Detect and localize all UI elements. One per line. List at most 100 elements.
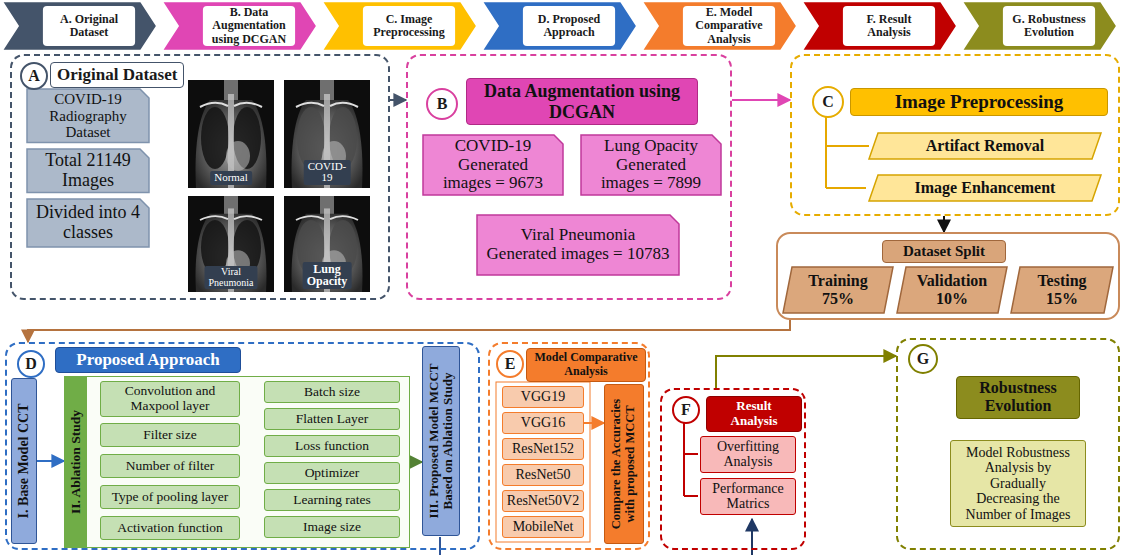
vertical-label: I. Base Model CCT	[16, 384, 31, 538]
xray-label-box: Lung Opacity	[284, 196, 370, 292]
box-label: COVID-19 Generated images = 9673	[432, 137, 554, 193]
box-label: Number of filter	[126, 459, 214, 474]
model-list-outline	[496, 382, 590, 542]
section-letter: F	[672, 396, 700, 424]
box-label: ResNet50	[515, 467, 570, 482]
section-heading: Image Preprocessing	[850, 88, 1108, 116]
section-letter: B	[426, 88, 458, 120]
ablation-item: Optimizer	[264, 462, 400, 484]
ablation-item: Number of filter	[100, 454, 240, 478]
section-panel: Dataset SplitTraining 75%Validation 10%T…	[776, 232, 1120, 320]
flow-arrow	[584, 422, 604, 424]
section-letter: C	[812, 86, 844, 118]
shape-fill	[27, 89, 149, 143]
box-label: ResNet50V2	[507, 493, 579, 508]
box-label: Activation function	[117, 521, 222, 536]
box-label: Viral Pneumonia Generated images = 10783	[486, 226, 670, 263]
stage-chevron: E. Model Comparative Analysis	[644, 2, 796, 50]
dataset-info-box: Divided into 4 classes	[26, 198, 150, 248]
box-label: Flatten Layer	[296, 412, 368, 427]
box-label: Training 75%	[797, 272, 879, 307]
flow-arrow	[732, 99, 790, 101]
xray-image	[284, 80, 370, 188]
preprocess-step: Artifact Removal	[868, 132, 1102, 160]
section-heading: Model Comparative Analysis	[526, 348, 646, 382]
split-bar: Testing 15%	[1010, 266, 1114, 314]
flow-arrow	[37, 460, 64, 462]
tree-bracket	[684, 423, 698, 496]
ablation-item: Type of pooling layer	[100, 485, 240, 509]
shape-fill	[485, 3, 635, 49]
stage-chevron: A. Original Dataset	[4, 2, 156, 50]
xray-class-label: Viral Pneumonia	[205, 266, 258, 289]
section-panel: EModel Comparative AnalysisVGG19VGG16Res…	[488, 342, 650, 550]
split-bar: Validation 10%	[896, 266, 1008, 314]
ablation-panel: II. Ablation Study Convolution and Maxpoo…	[64, 376, 410, 548]
dataset-info-box: Total 21149 Images	[26, 148, 150, 194]
box-label: Model Robustness Analysis by Gradually D…	[957, 445, 1079, 522]
shape-fill	[477, 215, 679, 275]
shape-fill	[27, 199, 149, 247]
shape-fill	[869, 133, 1101, 159]
robustness-box: Model Robustness Analysis by Gradually D…	[950, 440, 1086, 527]
xray-image	[188, 80, 274, 188]
section-letter: E	[496, 350, 524, 378]
xray-label-box: Viral Pneumonia	[188, 196, 274, 292]
shape-fill	[869, 175, 1101, 201]
box-label: G. Robustness Evolution	[1006, 13, 1092, 39]
chevron-inner-box	[42, 5, 136, 47]
box-label: Convolution and Maxpool layer	[105, 384, 235, 414]
chevron-inner-box	[682, 5, 776, 47]
ablation-item: Loss function	[264, 435, 400, 457]
box-label: VGG19	[521, 389, 565, 404]
xray-class-label: Normal	[210, 171, 252, 185]
box-label: MobileNet	[513, 519, 574, 534]
split-bar: Training 75%	[782, 266, 894, 314]
vertical-label: III. Proposed Model MCCT Based on Ablati…	[427, 352, 456, 530]
outgoing-line	[439, 537, 441, 555]
ablation-item: Batch size	[264, 381, 400, 403]
stage-chevron: G. Robustness Evolution	[964, 2, 1116, 50]
box-label: Artifact Removal	[926, 137, 1045, 155]
model-box: ResNet152	[502, 438, 584, 460]
preprocess-step: Image Enhancement	[868, 174, 1102, 202]
box-label: Divided into 4 classes	[34, 203, 142, 243]
box-label: B. Data Augmentation using DCGAN	[206, 6, 292, 46]
xray-class-label: Lung Opacity	[303, 262, 352, 289]
ablation-item: Filter size	[100, 423, 240, 447]
ablation-bar: II. Ablation Study	[65, 377, 87, 547]
shape-fill	[783, 267, 893, 313]
box-label: COVID-19 Radiography Dataset	[34, 91, 142, 141]
chevron-inner-box	[842, 5, 936, 47]
shape-fill	[581, 135, 721, 195]
section-panel: CImage PreprocessingArtifact RemovalImag…	[790, 54, 1120, 216]
box-label: Image Enhancement	[915, 179, 1056, 197]
ablation-item: Learning rates	[264, 489, 400, 511]
section-panel: BData Augmentation using DCGAN COVID-19 G…	[406, 54, 732, 300]
shape-fill	[423, 135, 563, 195]
box-label: Batch size	[304, 385, 360, 400]
section-heading: Data Augmentation using DCGAN	[466, 78, 698, 125]
section-heading: Result Analysis	[706, 396, 802, 432]
xray-image	[188, 196, 274, 292]
xray-image	[284, 196, 370, 292]
ablation-item: Activation function	[100, 516, 240, 540]
result-box: Performance Matrics	[700, 478, 796, 515]
generated-count-box: Lung Opacity Generated images = 7899	[580, 134, 722, 196]
box-label: Image size	[303, 520, 361, 535]
shape-fill	[805, 3, 955, 49]
xray-label-box: COVID-19	[284, 80, 370, 188]
shape-fill	[325, 3, 475, 49]
section-panel: AOriginal DatasetCOVID-19 Radiography Da…	[10, 54, 390, 300]
box-label: Type of pooling layer	[112, 490, 228, 505]
section-panel: DProposed ApproachI. Base Model CCTII. A…	[5, 342, 480, 550]
box-label: F. Result Analysis	[846, 13, 932, 39]
flow-arrow	[716, 356, 896, 388]
chevron-inner-box	[202, 5, 296, 47]
box-label: Overfitting Analysis	[705, 439, 791, 470]
flow-arrow	[410, 461, 422, 463]
section-heading: Proposed Approach	[55, 347, 241, 373]
box-label: Loss function	[295, 439, 369, 454]
box-label: VGG16	[521, 415, 565, 430]
